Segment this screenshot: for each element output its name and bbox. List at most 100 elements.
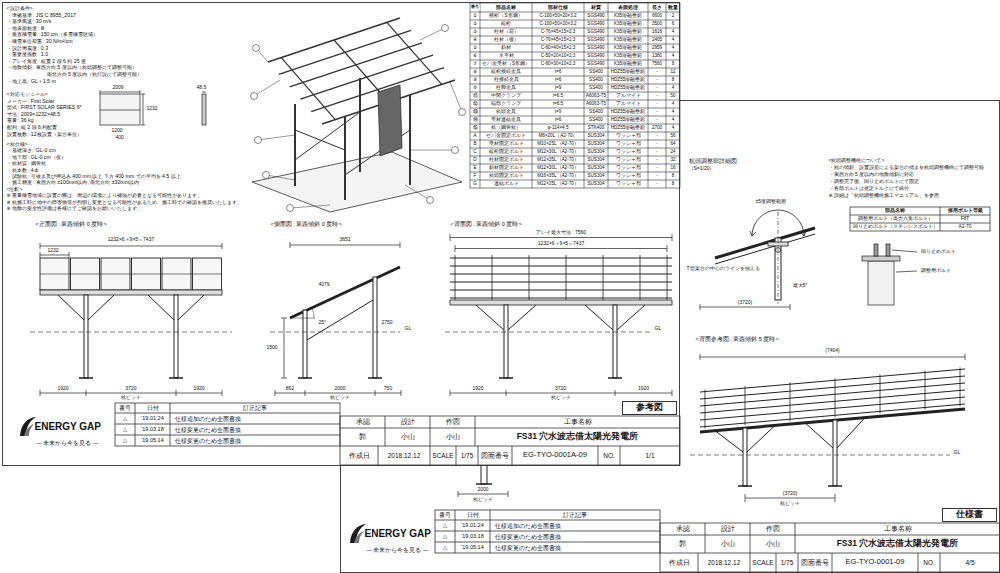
signature: 小山 xyxy=(400,433,415,441)
signature: 小山 xyxy=(720,540,735,548)
table-cell: M12×25L（A2-70） xyxy=(537,181,580,186)
dimension-label: 400 xyxy=(115,135,124,141)
table-header: 番号 xyxy=(471,5,480,10)
table-cell: K35溶融亜鉛 xyxy=(613,13,642,18)
spec-note: ・積雪単位荷重 : 30 N/m²/cm xyxy=(6,39,73,45)
title-field: EG-TYO-0001A-09 xyxy=(523,451,588,459)
table-cell: SUS304 xyxy=(587,133,605,138)
table-cell: アルマイト xyxy=(615,93,641,98)
table-cell: HDZ55溶融亜鉛 xyxy=(610,77,646,82)
table-cell: ⑮ xyxy=(472,125,478,130)
spec-note: ※ 杭施工時に地中の障害物等が判明し変更となる可能性があるため、施工時での確認を… xyxy=(6,200,243,206)
title-header: 承認 xyxy=(675,525,690,532)
dimension-label: 750 xyxy=(383,386,392,392)
table-cell: 2405 xyxy=(651,37,662,42)
table-cell: t=9 xyxy=(554,85,562,90)
revision-date: '19.01.24 xyxy=(141,415,164,421)
table-cell: 4 xyxy=(671,53,675,58)
view-heading: <背面図 : 東西傾斜 0 度時> xyxy=(450,221,522,227)
table-cell: K35溶融亜鉛 xyxy=(613,53,642,58)
table-cell: - xyxy=(656,85,659,90)
title-field: 図面番号 xyxy=(481,452,510,459)
dimension-label: (3720) xyxy=(737,300,752,306)
table-cell: 2959 xyxy=(651,45,662,50)
stamp-text: 参考図 xyxy=(636,403,663,412)
stamp-text: 仕様書 xyxy=(956,510,983,519)
table-cell: SUS304 xyxy=(587,149,605,154)
table-cell: C-76×45×15×2.3 xyxy=(540,37,576,42)
table-cell: K35溶融亜鉛 xyxy=(613,45,642,50)
table-header: 部品名称 xyxy=(885,208,906,213)
revision-note: 仕様変更のため全面書換 xyxy=(174,427,241,433)
dimension-label: 杭ピッチ xyxy=(780,501,801,507)
section-heading: <設計条件> xyxy=(6,6,33,12)
dimension-label: 1500 xyxy=(266,345,278,351)
logo-text: ENERGY GAP xyxy=(34,421,102,432)
table-cell: SS400 xyxy=(589,85,604,90)
table-cell: φ-114×4.5 xyxy=(547,125,569,130)
title-field: SCALE xyxy=(432,452,454,459)
section-heading: <対応モジュール> xyxy=(6,92,48,98)
table-cell: 水平材 xyxy=(498,53,514,58)
title-field: 1/1 xyxy=(645,452,655,459)
title-field: 1/75 xyxy=(780,559,794,566)
table-cell: M12×30L（A2-70） xyxy=(537,149,580,154)
logo-tagline: ― 未来から今を見る ― xyxy=(366,547,429,553)
table-cell: SGS490 xyxy=(587,53,605,58)
table-cell: M12×35L（A2-70） xyxy=(537,157,580,162)
table-cell: SGS490 xyxy=(587,45,605,50)
dimension-label: (3720) xyxy=(782,491,797,497)
revision-note: 仕様追加のため全面書換 xyxy=(174,416,241,422)
table-cell: 4 xyxy=(671,117,675,122)
dimension-label: 3720 xyxy=(125,386,137,392)
title-field: 1/75 xyxy=(460,452,474,459)
table-cell: 4 xyxy=(671,29,675,34)
table-cell: K35溶融亜鉛 xyxy=(613,61,642,66)
table-cell: - xyxy=(656,77,659,82)
table-cell: A2-70 xyxy=(958,224,972,229)
revision-mark: △ xyxy=(122,426,127,432)
table-cell: STK400 xyxy=(587,125,605,130)
project-name: FS31 穴水波志借太陽光発電所 xyxy=(516,432,639,441)
table-cell: セパ金受材（S形鋼） xyxy=(481,61,530,66)
table-cell: ⑥ xyxy=(472,53,477,58)
title-header: 工事名称 xyxy=(563,418,592,425)
dimension-label: 1200 xyxy=(111,128,123,134)
table-cell: HDZ55溶融亜鉛 xyxy=(610,85,646,90)
table-cell: HDZ55溶融亜鉛 xyxy=(610,69,646,74)
table-cell: 8 xyxy=(671,77,675,82)
title-field: 2018.12.12 xyxy=(707,559,741,566)
table-cell: B xyxy=(473,141,477,146)
revision-header: 日付 xyxy=(466,512,479,518)
dimension-label: 杭ピッチ xyxy=(473,497,494,503)
dimension-label: 2000 xyxy=(477,487,489,493)
table-cell: SUS304 xyxy=(587,165,605,170)
table-cell: SUS304 xyxy=(587,173,605,178)
table-cell: SS400 xyxy=(589,77,604,82)
table-cell: 中間クランプ xyxy=(491,93,522,98)
table-cell: 調整用ボルト（高力六角ボルト） xyxy=(857,216,933,221)
table-header: 数量 xyxy=(668,5,679,10)
revision-note: 仕様追加のため全面書換 xyxy=(494,523,561,529)
table-cell: 12 xyxy=(670,69,676,74)
angle-label: 最大5° xyxy=(792,283,808,289)
table-cell: ワッシャ類 xyxy=(615,133,641,138)
dimension-label: 1232×6＋9×5＝7437 xyxy=(107,237,154,243)
bolt-detail xyxy=(850,207,990,305)
parts-table-grid xyxy=(470,3,680,188)
title-header: 設計 xyxy=(400,418,415,425)
revision-note: 仕様変更のため全面書換 xyxy=(494,545,561,551)
table-header: 材質 xyxy=(591,5,602,10)
rear-view xyxy=(445,234,672,396)
dimension-label: 862 xyxy=(285,386,294,392)
spec-note: 設置枚数 : 12枚設置（架台単位） xyxy=(6,132,82,138)
table-cell: t=6.5 xyxy=(552,101,563,106)
table-cell: 4 xyxy=(671,125,675,130)
title-field: NO. xyxy=(923,559,936,566)
table-cell: 4 xyxy=(671,85,675,90)
revision-header: 番号 xyxy=(439,512,452,518)
dimension-label: 杭ピッチ xyxy=(550,395,571,401)
spec-note: ・杭本数 : 4本 xyxy=(6,168,39,174)
dimension-label: アレイ最大寸法 : 7560 xyxy=(535,230,586,236)
table-cell: - xyxy=(656,117,659,122)
